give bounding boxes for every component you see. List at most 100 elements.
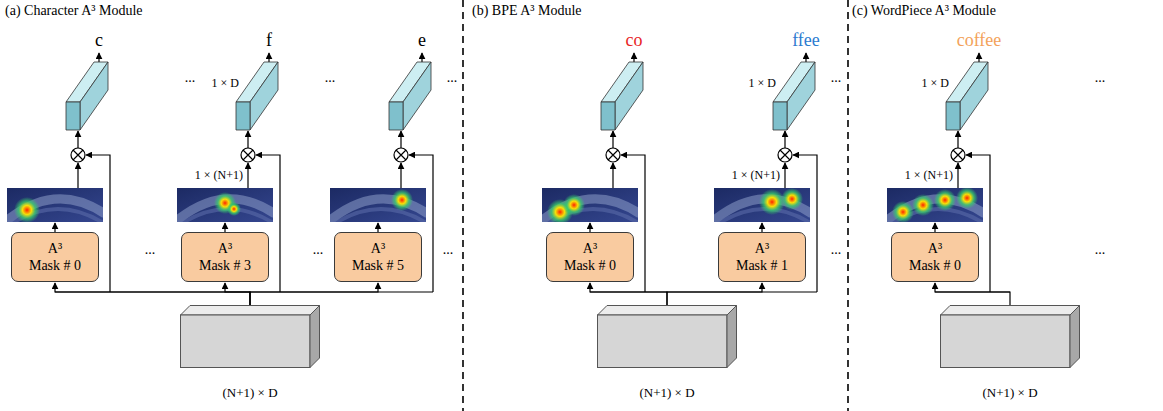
- arrow: [247, 131, 248, 148]
- feature-cuboid: [597, 305, 737, 368]
- arrow: [268, 53, 269, 62]
- feature-box: (N+1) × D: [940, 305, 1080, 368]
- ellipsis: ...: [447, 70, 458, 87]
- arrow: [421, 53, 422, 62]
- output-token: ffee: [792, 30, 820, 52]
- feature-box: (N+1) × D: [597, 305, 737, 368]
- arrow: [247, 163, 248, 188]
- feature-connector: [55, 283, 250, 305]
- dimension-label: 1 × (N+1): [905, 168, 953, 182]
- multiply-symbol: [778, 148, 792, 162]
- ellipsis: ...: [1095, 242, 1106, 259]
- mask-label: A³: [755, 240, 769, 257]
- mask-label: A³: [48, 240, 62, 257]
- attention-map: [714, 188, 810, 222]
- feature-connector: [590, 283, 667, 305]
- attention-map: [177, 188, 273, 222]
- multiply-symbol: [951, 148, 965, 162]
- ellipsis: ...: [831, 70, 842, 87]
- mask-box: A³Mask # 1: [718, 232, 806, 282]
- feature-connector: [667, 283, 762, 305]
- dimension-label: (N+1) × D: [982, 385, 1037, 401]
- arrow: [784, 131, 785, 148]
- dimension-label: 1 × D: [212, 76, 239, 90]
- dimension-label: 1 × (N+1): [732, 168, 780, 182]
- ellipsis: ...: [443, 242, 454, 259]
- arrow: [77, 163, 78, 188]
- arrow: [377, 223, 378, 232]
- mask-label: A³: [218, 240, 232, 257]
- mask-label: Mask # 0: [909, 257, 961, 274]
- ellipsis: ...: [325, 70, 336, 87]
- feature-vector: [773, 62, 815, 130]
- mask-label: Mask # 5: [352, 257, 404, 274]
- mask-label: Mask # 0: [564, 257, 616, 274]
- arrow: [784, 163, 785, 188]
- arrow: [957, 131, 958, 148]
- arrow: [957, 163, 958, 188]
- output-token: c: [95, 30, 103, 52]
- arrow: [978, 53, 979, 62]
- mask-box: A³Mask # 0: [546, 232, 634, 282]
- mask-box: A³Mask # 0: [891, 232, 979, 282]
- ellipsis: ...: [185, 70, 196, 87]
- feature-vector: [389, 62, 431, 130]
- dimension-label: (N+1) × D: [222, 385, 277, 401]
- multiply-symbol: [394, 148, 408, 162]
- feature-vector: [601, 62, 643, 130]
- dimension-label: (N+1) × D: [639, 385, 694, 401]
- feature-box: (N+1) × D: [180, 305, 320, 368]
- arrow: [400, 131, 401, 148]
- mask-box: A³Mask # 0: [11, 232, 99, 282]
- mask-label: A³: [928, 240, 942, 257]
- attention-map: [887, 188, 983, 222]
- multiply-symbol: [606, 148, 620, 162]
- ellipsis: ...: [1095, 70, 1106, 87]
- dimension-label: 1 × D: [749, 76, 776, 90]
- feature-connector: [250, 283, 378, 305]
- arrow: [612, 163, 613, 188]
- panel-title: (c) WordPiece A³ Module: [852, 3, 996, 20]
- arrow: [98, 53, 99, 62]
- multiply-symbol: [241, 148, 255, 162]
- ellipsis: ...: [313, 242, 324, 259]
- mask-box: A³Mask # 3: [181, 232, 269, 282]
- feature-vector: [236, 62, 278, 130]
- output-token: coffee: [957, 30, 1002, 52]
- ellipsis: ...: [145, 242, 156, 259]
- arrow: [400, 163, 401, 188]
- ellipsis: ...: [831, 242, 842, 259]
- mask-label: Mask # 3: [199, 257, 251, 274]
- output-token: f: [266, 30, 272, 52]
- mask-label: Mask # 1: [736, 257, 788, 274]
- output-token: co: [626, 30, 643, 52]
- arrow: [934, 223, 935, 232]
- feature-vector: [66, 62, 108, 130]
- arrow: [633, 53, 634, 62]
- feature-cuboid: [180, 305, 320, 368]
- panel-title: (a) Character A³ Module: [5, 3, 143, 20]
- panel-separator: [462, 0, 464, 411]
- dimension-label: 1 × (N+1): [195, 168, 243, 182]
- arrow: [589, 223, 590, 232]
- arrow: [224, 223, 225, 232]
- arrow: [805, 53, 806, 62]
- mask-box: A³Mask # 5: [334, 232, 422, 282]
- feature-connector: [225, 283, 250, 305]
- feature-vector: [946, 62, 988, 130]
- arrow: [54, 223, 55, 232]
- feature-cuboid: [940, 305, 1080, 368]
- panel-separator: [847, 0, 849, 411]
- dimension-label: 1 × D: [922, 76, 949, 90]
- multiply-symbol: [71, 148, 85, 162]
- attention-map: [330, 188, 426, 222]
- mask-label: A³: [583, 240, 597, 257]
- feature-connector: [935, 283, 1010, 305]
- arrow: [612, 131, 613, 148]
- attention-map: [7, 188, 103, 222]
- mask-label: A³: [371, 240, 385, 257]
- mask-label: Mask # 0: [29, 257, 81, 274]
- arrow: [761, 223, 762, 232]
- output-token: e: [418, 30, 426, 52]
- arrow: [77, 131, 78, 148]
